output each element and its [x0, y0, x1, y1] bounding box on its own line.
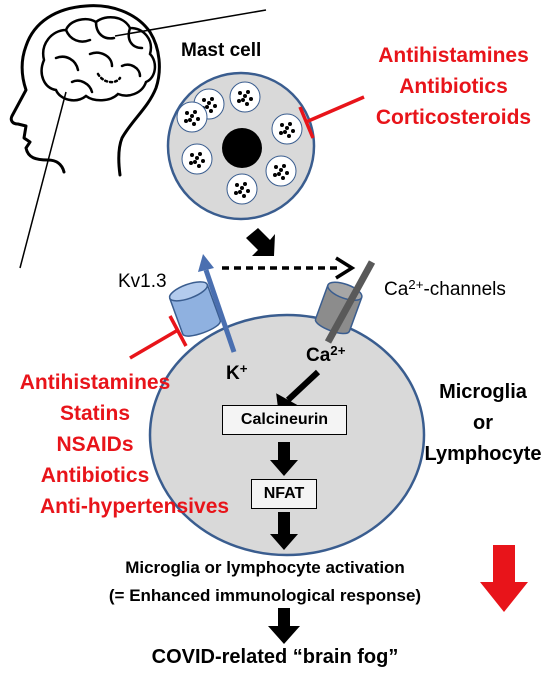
granule-dot	[285, 126, 289, 130]
granule-dot	[205, 105, 209, 109]
head-silhouette-icon	[9, 4, 161, 177]
granule-dot	[213, 104, 217, 108]
granule-dot	[279, 131, 283, 135]
granule-dot	[241, 98, 245, 102]
granule-dot	[291, 129, 295, 133]
inhibitor-item: Antihistamines	[378, 44, 529, 67]
granule-dot	[237, 99, 241, 103]
granule-dot	[285, 171, 289, 175]
granule-dot	[243, 94, 247, 98]
granule-dot	[277, 172, 281, 176]
ca-channel-icon	[314, 260, 376, 344]
granule-dot	[246, 90, 250, 94]
granule-dot	[246, 189, 250, 193]
decrease-arrow-icon	[480, 545, 528, 612]
ca-channel-label-base: Ca	[384, 279, 409, 300]
granule-dot	[283, 130, 287, 134]
connector-line	[19, 91, 67, 269]
target-cell	[148, 313, 426, 557]
granule-dot	[196, 117, 200, 121]
granule-dot	[209, 109, 213, 113]
activation-to-outcome-arrow	[268, 608, 300, 644]
kv-inhibition-icon	[129, 315, 188, 360]
granule-dot	[245, 102, 249, 106]
potassium-ion-symbol: K	[226, 363, 240, 384]
target-cell-label: Microglia or Lymphocyte	[418, 377, 548, 470]
potassium-ion-charge: +	[239, 361, 248, 377]
granule-dot	[235, 183, 239, 187]
granule-dot	[273, 173, 277, 177]
granule-dot	[190, 153, 194, 157]
calcium-ion-label: Ca2+	[306, 343, 346, 367]
signal-arrowhead	[335, 256, 356, 280]
inhibitor-item: Anti-hypertensives	[40, 495, 230, 518]
inhibitor-item: Antihistamines	[19, 371, 171, 394]
connector-line	[114, 9, 267, 37]
mast-cell-label: Mast cell	[181, 40, 262, 61]
granule-dot	[238, 190, 242, 194]
activation-arrow	[246, 228, 275, 256]
granule-dot	[242, 194, 246, 198]
granule-dot	[202, 98, 206, 102]
granule-dot	[195, 156, 199, 160]
kv-channel-label: Kv1.3	[118, 271, 167, 292]
activation-line1: Microglia or lymphocyte activation	[125, 558, 405, 577]
granule-dot	[279, 168, 283, 172]
mast-cell-inhibitor-list: Antihistamines Antibiotics Corticosteroi…	[361, 40, 546, 133]
calcineurin-box: Calcineurin	[222, 405, 347, 435]
target-cell-line1: Microglia	[439, 381, 527, 403]
granule-dot	[249, 97, 253, 101]
granule-dot	[197, 164, 201, 168]
granule-dot	[193, 160, 197, 164]
inhibitor-item: Corticosteroids	[375, 106, 532, 129]
granule-dot	[210, 97, 214, 101]
mast-cell-inhibition-icon	[298, 95, 365, 139]
ca-channel-label: Ca2+-channels	[384, 277, 506, 301]
kv-channel-icon	[168, 254, 237, 353]
ca-channel-label-rest: -channels	[423, 279, 506, 300]
granule-dot	[198, 152, 202, 156]
granule-dot	[185, 111, 189, 115]
granule-dot	[287, 134, 291, 138]
ca-to-calcineurin-arrow	[285, 369, 321, 403]
granule-dot	[280, 123, 284, 127]
calcium-ion-symbol: Ca	[306, 345, 331, 366]
granule-dot	[207, 101, 211, 105]
granule-dot	[190, 114, 194, 118]
granule-dot	[281, 176, 285, 180]
inhibitor-item: Antibiotics	[399, 75, 508, 98]
inhibitor-item: Antibiotics	[40, 464, 150, 487]
granule-dot	[184, 119, 188, 123]
granule-dot	[240, 186, 244, 190]
target-cell-line2: or	[473, 412, 493, 434]
inhibitor-item: NSAIDs	[56, 433, 134, 456]
inhibitor-item: Statins	[59, 402, 130, 425]
granule-dot	[188, 118, 192, 122]
target-cell-line3: Lymphocyte	[424, 443, 542, 465]
granule-dot	[189, 161, 193, 165]
calcium-ion-charge: 2+	[330, 343, 346, 359]
granule-dot	[238, 91, 242, 95]
granule-dot	[282, 164, 286, 168]
granule-dot	[193, 110, 197, 114]
activation-line2: (= Enhanced immunological response)	[108, 586, 422, 605]
mast-cell-granules	[176, 81, 303, 205]
granule-dot	[288, 122, 292, 126]
calcineurin-to-nfat-arrow	[270, 442, 298, 476]
granule-dot	[274, 165, 278, 169]
kv-inhibitor-list: Antihistamines Statins NSAIDs Antibiotic…	[0, 367, 230, 522]
activation-label: Microglia or lymphocyte activation (= En…	[50, 554, 480, 610]
granule-dot	[234, 191, 238, 195]
potassium-ion-label: K+	[226, 361, 248, 385]
brain-icon	[40, 15, 157, 102]
granule-dot	[192, 122, 196, 126]
nfat-to-activation-arrow	[270, 512, 298, 550]
granule-dot	[243, 182, 247, 186]
outcome-label: COVID-related “brain fog”	[151, 646, 399, 668]
granule-dot	[201, 159, 205, 163]
nfat-box: NFAT	[251, 479, 317, 509]
ca-channel-label-sup: 2+	[408, 277, 424, 293]
